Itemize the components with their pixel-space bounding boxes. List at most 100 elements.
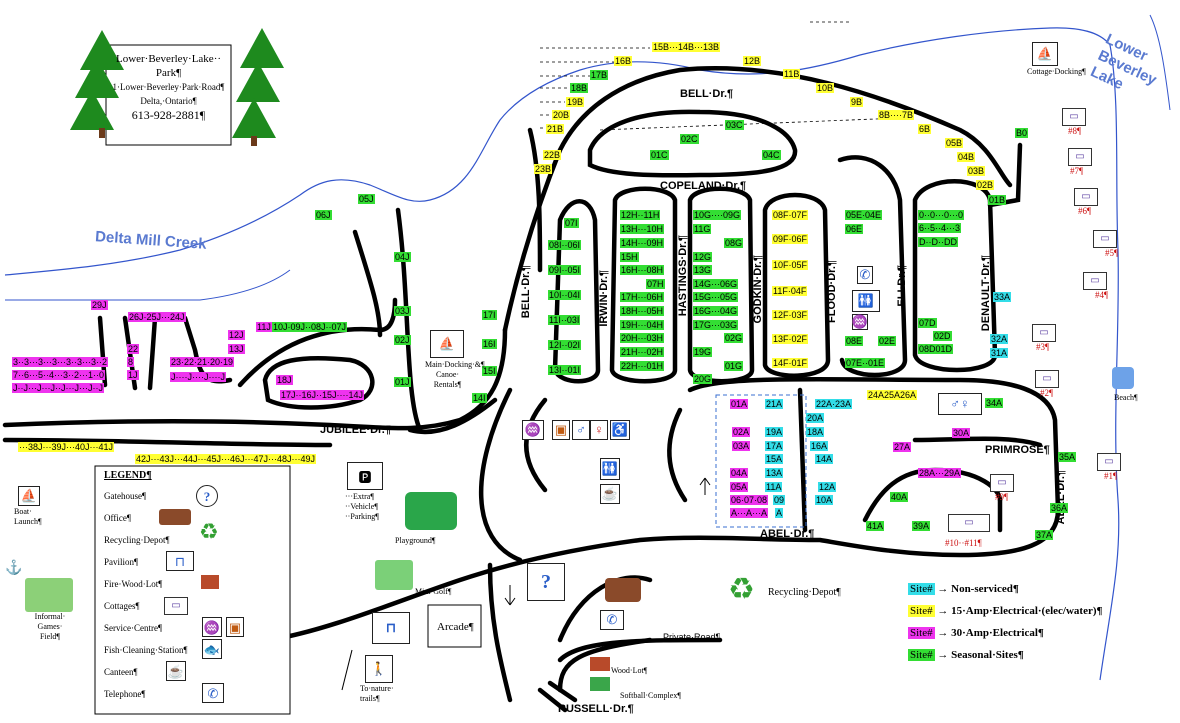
site-label[interactable]: 18B <box>570 83 589 93</box>
site-label[interactable]: D··D··DD <box>918 237 958 247</box>
site-label[interactable]: 11A <box>765 482 783 492</box>
site-label[interactable]: 22 <box>127 344 140 354</box>
site-label[interactable]: 18J <box>276 375 293 385</box>
site-label[interactable]: 04J <box>394 252 411 262</box>
site-label[interactable]: 13F·02F <box>772 334 809 344</box>
site-label[interactable]: 29J <box>91 300 108 310</box>
site-label[interactable]: 12A <box>818 482 837 492</box>
site-label[interactable]: 7··6···5··4···3··2···1··0 <box>12 370 105 380</box>
site-label[interactable]: 02B <box>976 180 995 190</box>
site-label[interactable]: 15G···05G <box>693 292 739 302</box>
site-label[interactable]: 24A25A26A <box>867 390 918 400</box>
site-label[interactable]: 6··5··4···3 <box>918 223 962 233</box>
site-label[interactable]: 17I <box>482 310 497 320</box>
site-label[interactable]: 14G···06G <box>693 279 739 289</box>
site-label[interactable]: 02E <box>878 336 897 346</box>
site-label[interactable]: 02A <box>732 427 751 437</box>
site-label[interactable]: 11I··03I <box>548 315 581 325</box>
site-label[interactable]: 3··3···3···3···3··3···3··2 <box>12 357 108 367</box>
site-label[interactable]: 17A <box>765 441 784 451</box>
site-label[interactable]: 15A <box>765 454 784 464</box>
site-label[interactable]: 22B <box>543 150 562 160</box>
site-label[interactable]: 16G···04G <box>693 306 739 316</box>
site-label[interactable]: 17H···06H <box>620 292 665 302</box>
site-label[interactable]: 12B <box>743 56 762 66</box>
site-label[interactable]: 10B <box>816 83 835 93</box>
site-label[interactable]: 08E <box>845 336 864 346</box>
site-label[interactable]: 01J <box>394 377 411 387</box>
site-label[interactable]: 09 <box>773 495 786 505</box>
site-label[interactable]: 41A <box>866 521 885 531</box>
site-label[interactable]: 06J <box>315 210 332 220</box>
site-label[interactable]: 12G <box>693 252 713 262</box>
site-label[interactable]: 14H···09H <box>620 238 665 248</box>
site-label[interactable]: 22H···01H <box>620 361 665 371</box>
site-label[interactable]: 34A <box>985 398 1004 408</box>
site-label[interactable]: 18A <box>806 427 825 437</box>
site-label[interactable]: 14A <box>815 454 834 464</box>
site-label[interactable]: 01A <box>730 399 749 409</box>
site-label[interactable]: 09F·06F <box>772 234 809 244</box>
site-label[interactable]: 16H···08H <box>620 265 665 275</box>
site-label[interactable]: 10J·09J··08J··07J <box>272 322 348 332</box>
site-label[interactable]: 17B <box>590 70 609 80</box>
site-label[interactable]: 13I··01I <box>548 365 582 375</box>
site-label[interactable]: 01C <box>650 150 669 160</box>
site-label[interactable]: 12F·03F <box>772 310 809 320</box>
site-label[interactable]: 9B <box>850 97 864 107</box>
site-label[interactable]: 26J·25J···24J <box>128 312 186 322</box>
site-label[interactable]: 11F·04F <box>772 286 808 296</box>
site-label[interactable]: 31A <box>990 348 1009 358</box>
site-label[interactable]: 32A <box>990 334 1009 344</box>
site-label[interactable]: 28A···29A <box>918 468 962 478</box>
site-label[interactable]: 10F·05F <box>772 260 809 270</box>
site-label[interactable]: 12J <box>228 330 245 340</box>
site-label[interactable]: A <box>775 508 784 518</box>
site-label[interactable]: 13H···10H <box>620 224 665 234</box>
site-label[interactable]: 8 <box>127 357 135 367</box>
site-label[interactable]: 19A <box>765 427 784 437</box>
site-label[interactable]: 08G <box>724 238 744 248</box>
site-label[interactable]: 15B···14B···13B <box>652 42 721 52</box>
site-label[interactable]: 19H···04H <box>620 320 665 330</box>
site-label[interactable]: 36A <box>1050 503 1069 513</box>
site-label[interactable]: 07E··01E <box>845 358 886 368</box>
site-label[interactable]: 02C <box>680 134 699 144</box>
site-label[interactable]: 05A <box>730 482 749 492</box>
site-label[interactable]: 21H···02H <box>620 347 665 357</box>
site-label[interactable]: 11G <box>693 224 712 234</box>
site-label[interactable]: J··J···J···J··J···J···J··J <box>12 383 104 393</box>
site-label[interactable]: 15H <box>620 252 639 262</box>
site-label[interactable]: 08I··06I <box>548 240 582 250</box>
site-label[interactable]: 16I <box>482 339 497 349</box>
site-label[interactable]: 19G <box>693 347 713 357</box>
site-label[interactable]: 11B <box>783 69 801 79</box>
site-label[interactable]: 11J <box>256 322 272 332</box>
site-label[interactable]: 21B <box>546 124 565 134</box>
site-label[interactable]: 12H··11H <box>620 210 661 220</box>
site-label[interactable]: 23·22·21·20·19 <box>170 357 235 367</box>
site-label[interactable]: 02G <box>724 333 744 343</box>
site-label[interactable]: 19B <box>566 97 585 107</box>
site-label[interactable]: 08F·07F <box>772 210 809 220</box>
site-label[interactable]: 01B <box>988 195 1007 205</box>
site-label[interactable]: 01G <box>724 361 744 371</box>
site-label[interactable]: 40A <box>890 492 909 502</box>
site-label[interactable]: 03B <box>967 166 986 176</box>
site-label[interactable]: 30A <box>952 428 971 438</box>
site-label[interactable]: 15I <box>482 366 497 376</box>
site-label[interactable]: 42J···43J···44J···45J···46J···47J···48J·… <box>135 454 317 464</box>
site-label[interactable]: 07I <box>564 218 579 228</box>
site-label[interactable]: 8B····7B <box>878 110 915 120</box>
site-label[interactable]: 37A <box>1035 530 1054 540</box>
site-label[interactable]: 05J <box>358 194 375 204</box>
site-label[interactable]: 27A <box>893 442 912 452</box>
site-label[interactable]: A···A···A <box>730 508 768 518</box>
site-label[interactable]: 39A <box>912 521 931 531</box>
site-label[interactable]: 1J <box>127 370 139 380</box>
site-label[interactable]: 21A <box>765 399 784 409</box>
site-label[interactable]: 05B <box>945 138 964 148</box>
site-label[interactable]: 10A <box>815 495 834 505</box>
site-label[interactable]: 14I <box>472 393 487 403</box>
site-label[interactable]: 10I··04I <box>548 290 582 300</box>
